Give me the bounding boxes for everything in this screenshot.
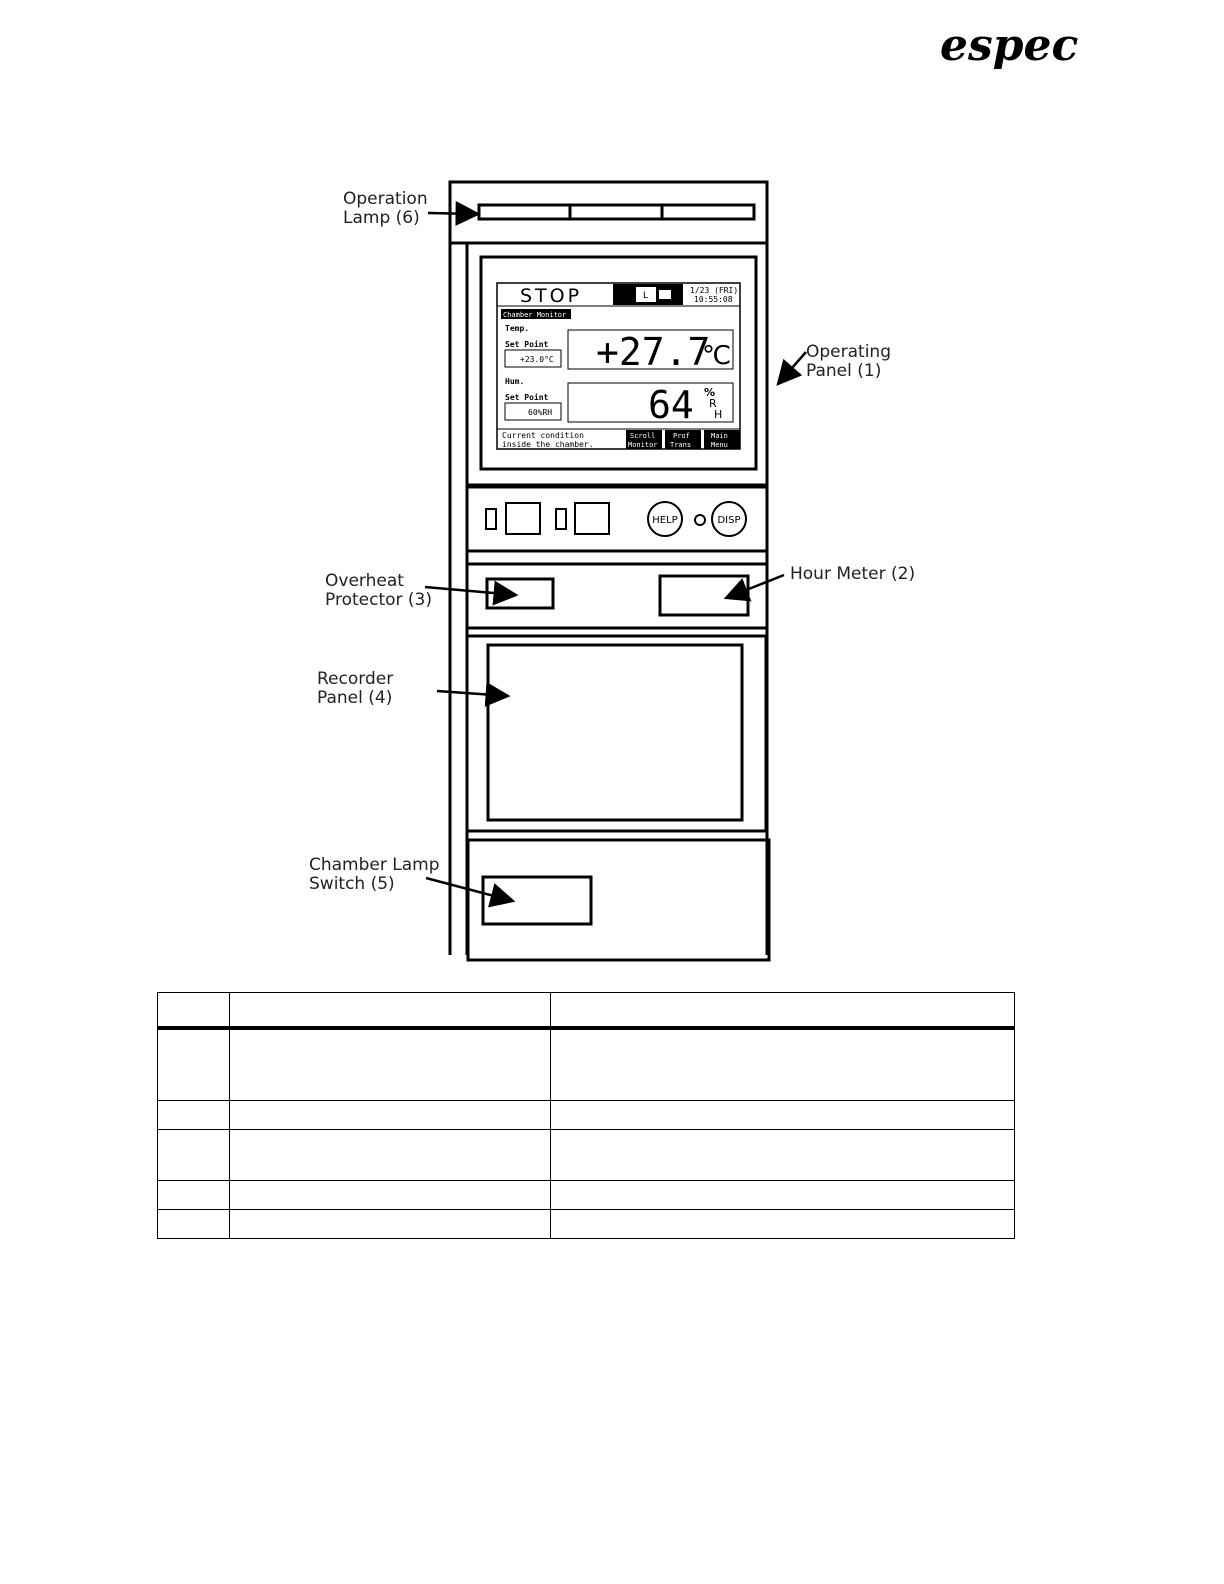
status-text: STOP [520,285,582,307]
table-row [157,1179,1015,1210]
arrow-recorder-panel [436,681,511,707]
svg-text:Menu: Menu [711,441,728,449]
svg-text:Main: Main [711,432,728,440]
hum-label: Hum. [505,377,524,386]
indicator-left [485,508,497,530]
disp-key[interactable] [711,501,747,537]
svg-text:Monitor: Monitor [628,441,658,449]
cabinet-top-section [448,180,769,245]
callout-chamber-lamp-switch: Chamber Lamp Switch (5) [309,855,440,894]
callout-recorder-panel: Recorder Panel (4) [317,669,394,708]
temp-setpoint-value: +23.0°C [520,355,554,364]
table-row [157,1208,1015,1239]
status-led [694,514,706,526]
svg-text:L: L [643,291,648,301]
hum-setpoint-value: 60%RH [528,408,552,417]
callout-operating-panel: Operating Panel (1) [806,342,891,381]
operating-panel-bezel [465,241,769,487]
arrow-hour-meter [723,573,785,602]
svg-text:Trans: Trans [670,441,691,449]
key-right[interactable] [574,502,610,535]
callout-overheat-protector: Overheat Protector (3) [325,571,432,610]
footer-line-2: inside the chamber. [502,440,594,449]
indicator-right [555,508,567,530]
component-table [157,992,1015,1239]
date-text: 1/23 (FRI) [690,286,738,295]
svg-text:Prof: Prof [673,432,690,440]
lower-panel [466,838,771,962]
footer-line-1: Current condition [502,431,584,440]
hum-unit-bot: H [714,408,722,421]
hum-value: 64 [648,383,694,427]
key-panel [465,485,769,553]
svg-text:Scroll: Scroll [630,432,655,440]
espec-logo: espec [940,20,1078,71]
arrow-overheat-protector [424,580,519,606]
softkey-main-menu[interactable]: Main Menu [704,430,740,449]
table-row [157,1128,1015,1181]
temp-unit: ℃ [702,341,731,371]
table-header-row [157,992,1015,1030]
key-left[interactable] [505,502,541,535]
hum-unit-mid: R [709,397,717,410]
help-key-label: HELP [652,515,677,526]
arrow-operation-lamp [427,201,481,227]
operating-panel-screen-frame [479,255,758,471]
softkey-prof-trans[interactable]: Prof Trans [665,430,701,449]
recorder-panel-frame [465,634,768,833]
disp-key-label: DISP [717,515,740,526]
lcd-screen: STOP L 1/23 (FRI) 10:55:08 Chamber Monit… [496,282,741,450]
temp-value: +27.7 [596,330,710,374]
temp-setpoint-label: Set Point [505,339,549,349]
meter-panel [465,562,769,630]
softkey-scroll-monitor[interactable]: Scroll Monitor [626,430,662,449]
mode-label: Chamber Monitor [503,311,566,319]
chamber-front-diagram: STOP L 1/23 (FRI) 10:55:08 Chamber Monit… [424,180,807,962]
temp-label: Temp. [505,324,529,333]
logo-text: espec [940,20,1078,71]
recorder-panel [486,643,744,822]
callout-hour-meter: Hour Meter (2) [790,564,916,584]
hum-unit-top: % [704,386,715,399]
arrow-chamber-lamp-switch [425,876,516,908]
arrow-operating-panel [776,351,807,386]
time-text: 10:55:08 [694,295,733,304]
chamber-lamp-switch[interactable] [481,875,593,926]
table-row [157,1027,1015,1101]
hum-setpoint-label: Set Point [505,392,549,402]
operation-lamp [477,203,756,221]
table-row [157,1099,1015,1130]
help-key[interactable] [647,501,683,537]
callout-operation-lamp: Operation Lamp (6) [343,189,428,228]
